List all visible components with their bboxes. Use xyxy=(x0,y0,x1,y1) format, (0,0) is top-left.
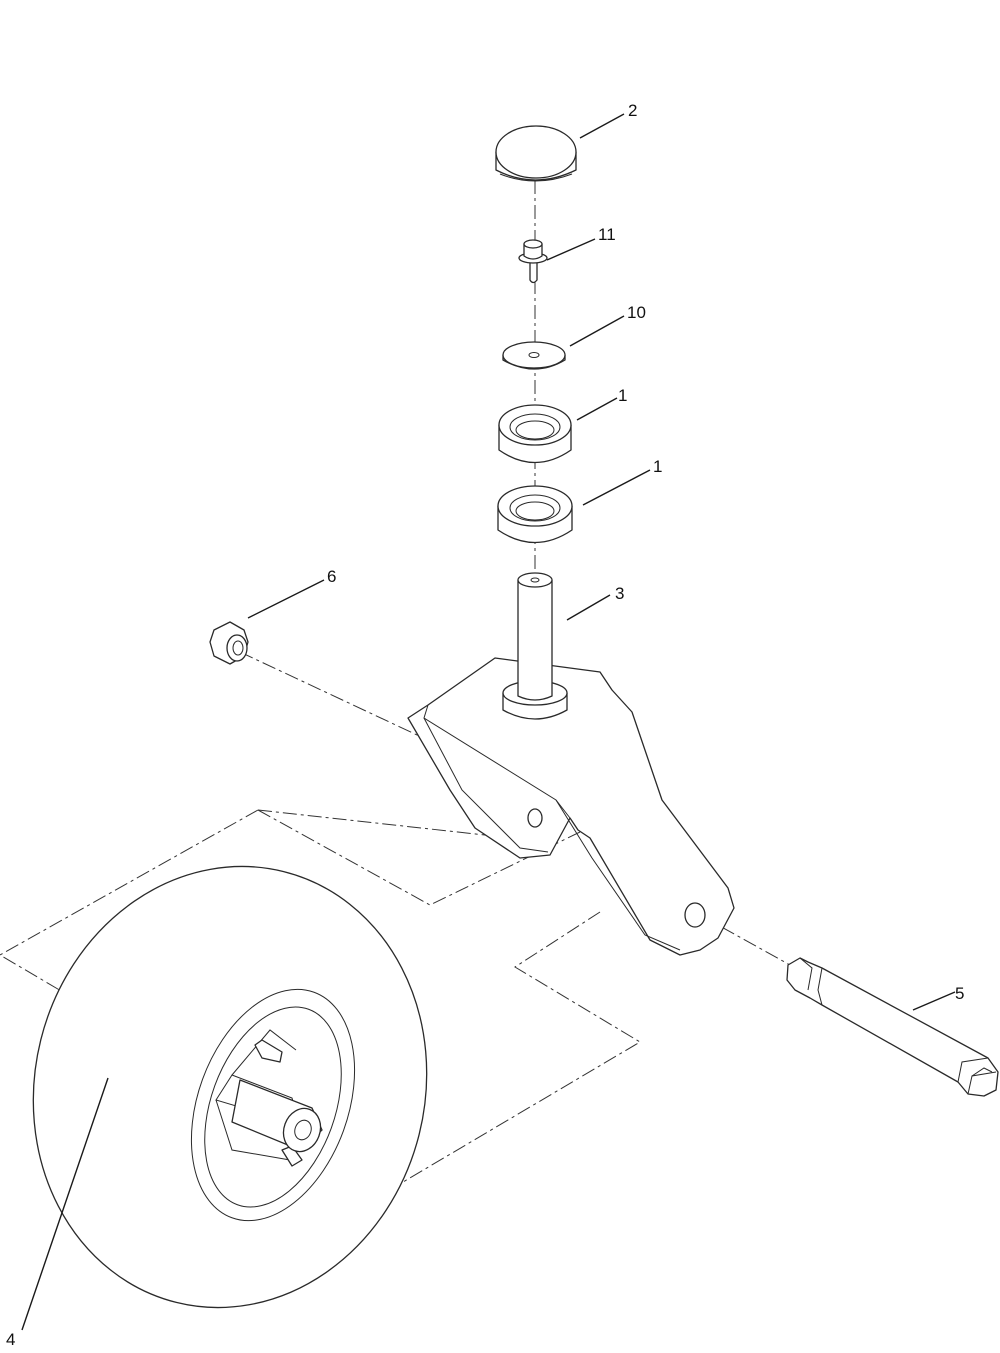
bearing-upper xyxy=(498,404,572,464)
callout-nut: 6 xyxy=(327,567,336,586)
flange-bolt xyxy=(518,239,548,284)
callout-bolt: 11 xyxy=(598,225,616,244)
callout-axle-bolt: 5 xyxy=(955,984,964,1003)
wheel-tire xyxy=(32,865,428,1309)
callout-bearing-upper: 1 xyxy=(618,386,627,405)
leader-nut xyxy=(247,579,325,619)
leader-bearing-lower xyxy=(582,469,651,506)
leader-bolt xyxy=(546,238,596,261)
dust-cap xyxy=(495,125,577,182)
leader-spindle xyxy=(566,594,611,621)
leader-washer xyxy=(569,315,625,347)
callout-washer: 10 xyxy=(627,303,646,322)
leader-bearing-upper xyxy=(576,397,618,421)
washer xyxy=(502,341,566,370)
callout-bearing-lower: 1 xyxy=(653,457,662,476)
callout-labels: 2 11 10 1 1 3 6 4 5 xyxy=(6,101,964,1349)
callout-spindle: 3 xyxy=(615,584,624,603)
leader-wheel xyxy=(21,1077,109,1331)
leader-cap xyxy=(579,113,625,139)
bearing-lower xyxy=(497,485,573,544)
leader-axle-bolt xyxy=(912,991,956,1011)
callout-cap: 2 xyxy=(628,101,637,120)
flange-nut xyxy=(209,621,249,665)
axle-bolt xyxy=(786,957,999,1097)
leader-lines xyxy=(21,113,956,1331)
caster-fork xyxy=(407,572,735,956)
callout-wheel: 4 xyxy=(6,1330,15,1349)
